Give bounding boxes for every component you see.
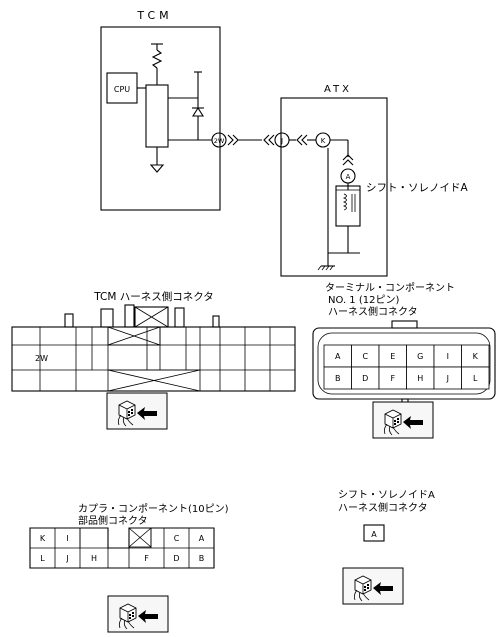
coupler-pin-labels: K I C A L J H F D B bbox=[40, 534, 205, 563]
terminal-pin-label: A bbox=[335, 352, 341, 361]
coupler-component-connector: カプラ・コンポーネント(10ピン) 部品側コネクタ K I C A L J H F D B bbox=[29, 503, 229, 569]
terminal-pin-label: L bbox=[473, 374, 478, 383]
tcm-connector-body bbox=[11, 326, 296, 392]
terminal-title-line2: NO. 1 (12ピン) bbox=[328, 294, 399, 306]
atx-label: ATX bbox=[324, 84, 352, 95]
solenoid-title-line2: ハーネス側コネクタ bbox=[338, 501, 428, 514]
coupler-pin-label: D bbox=[173, 554, 179, 563]
terminal-connector-view-icon bbox=[372, 401, 434, 439]
solenoid-pin-label: A bbox=[371, 530, 377, 539]
solenoid-pin-cell bbox=[363, 524, 385, 542]
coupler-pin-label: B bbox=[199, 554, 205, 563]
driver-ic bbox=[145, 84, 169, 148]
pin-k-label: K bbox=[321, 137, 326, 145]
tcm-harness-connector: TCM ハーネス側コネクタ bbox=[11, 290, 296, 392]
pin-a-label: A bbox=[346, 173, 351, 181]
atx-schematic: ATX A シフト・ソレノイドA bbox=[280, 84, 468, 277]
diode-symbol bbox=[192, 106, 204, 117]
shift-solenoid-connector: シフト・ソレノイドA ハーネス側コネクタ A bbox=[338, 490, 435, 542]
terminal-pin-label: D bbox=[362, 374, 368, 383]
terminal-pin-label: H bbox=[417, 374, 423, 383]
cpu-label: CPU bbox=[114, 85, 130, 94]
coupler-pin-label: J bbox=[65, 554, 68, 563]
terminal-pin-label: I bbox=[447, 352, 449, 361]
tcm-schematic: TCM CPU 2W J bbox=[100, 9, 331, 211]
atx-box bbox=[280, 97, 388, 277]
tcm-upper-blank bbox=[107, 326, 161, 346]
terminal-title-line1: ターミナル・コンポーネント bbox=[325, 282, 455, 294]
ground-symbol bbox=[149, 164, 165, 173]
resistor-symbol bbox=[151, 49, 163, 69]
terminal-pin-label: C bbox=[362, 352, 368, 361]
tcm-pin-2w: 2W bbox=[35, 354, 48, 363]
coupler-title-line2: 部品側コネクタ bbox=[78, 514, 148, 527]
coupler-pin-label: F bbox=[144, 554, 149, 563]
solenoid-connector-view-icon bbox=[342, 567, 404, 605]
solenoid-coil-box bbox=[335, 185, 361, 227]
coupler-connector-view-icon bbox=[107, 595, 169, 633]
coupler-pin-label: I bbox=[66, 534, 68, 543]
pin-2w-circle bbox=[211, 132, 227, 148]
tcm-box bbox=[100, 26, 221, 211]
tcm-connector-title: TCM ハーネス側コネクタ bbox=[93, 290, 214, 303]
tcm-label: TCM bbox=[136, 9, 172, 22]
terminal-title-line3: ハーネス側コネクタ bbox=[328, 305, 418, 318]
solenoid-title-line1: シフト・ソレノイドA bbox=[338, 490, 435, 501]
terminal-pin-grid: A C E G I K B D F H J L bbox=[323, 344, 490, 390]
terminal-pin-cell bbox=[461, 366, 490, 390]
coupler-pin-label: C bbox=[174, 534, 180, 543]
terminal-pin-label: J bbox=[446, 374, 449, 383]
coupler-pin-label: K bbox=[40, 534, 46, 543]
tcm-connector-view-icon bbox=[106, 392, 168, 430]
terminal-component-connector: ターミナル・コンポーネント NO. 1 (12ピン) ハーネス側コネクタ A C E… bbox=[312, 282, 496, 405]
terminal-pin-label: B bbox=[335, 374, 341, 383]
terminal-pin-label: E bbox=[390, 352, 395, 361]
pin-2w-label: 2W bbox=[214, 137, 225, 145]
coupler-pin-label: L bbox=[40, 554, 45, 563]
coupler-title-line1: カプラ・コンポーネント(10ピン) bbox=[78, 503, 229, 515]
terminal-pin-label: G bbox=[417, 352, 423, 361]
solenoid-coil bbox=[342, 193, 347, 211]
shift-solenoid-label: シフト・ソレノイドA bbox=[366, 182, 468, 194]
terminal-pin-label: K bbox=[473, 352, 479, 361]
terminal-pin-label: F bbox=[390, 374, 395, 383]
coupler-pin-label: H bbox=[91, 554, 97, 563]
coupler-pin-label: A bbox=[199, 534, 205, 543]
